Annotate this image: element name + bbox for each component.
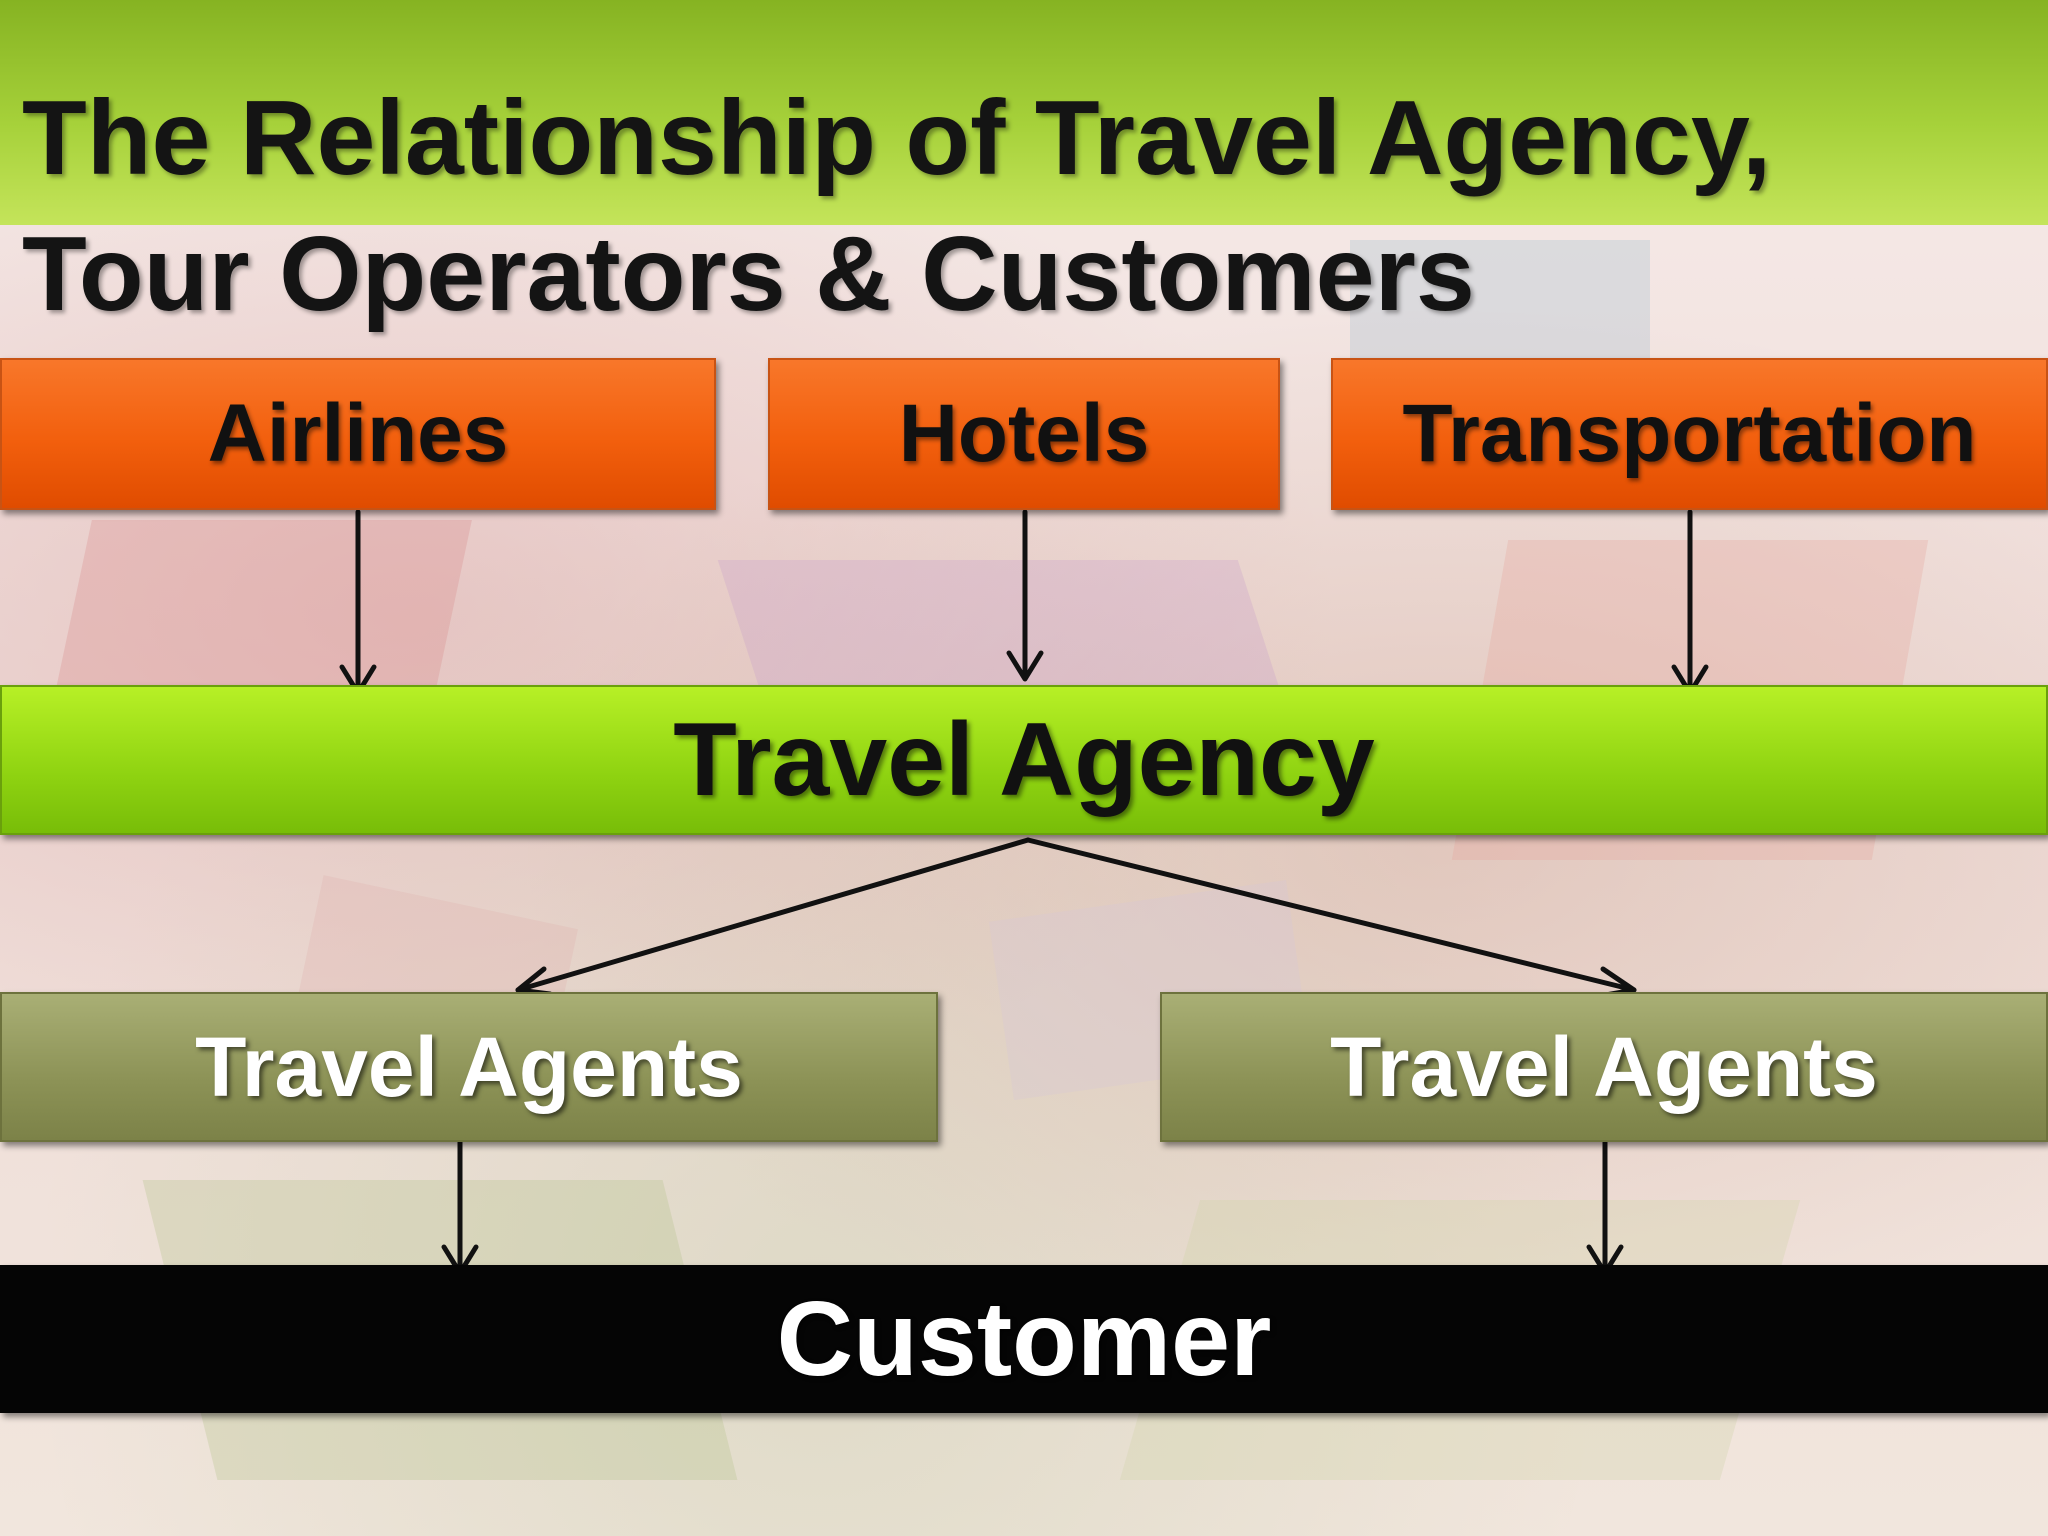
travel-agency-box: Travel Agency: [0, 685, 2048, 835]
travel-agents-right-label: Travel Agents: [1330, 1019, 1878, 1114]
hotels-label: Hotels: [898, 388, 1150, 479]
travel-agency-label: Travel Agency: [673, 701, 1375, 818]
travel-agents-left-box: Travel Agents: [0, 992, 938, 1142]
customer-box: Customer: [0, 1265, 2048, 1413]
travel-agents-left-label: Travel Agents: [195, 1019, 743, 1114]
travel-agents-right-box: Travel Agents: [1160, 992, 2048, 1142]
arrow-agency-to-agents-left: [515, 837, 1031, 993]
title-band: [0, 0, 2048, 225]
airlines-label: Airlines: [207, 388, 509, 479]
title-line-1: The Relationship of Travel Agency,: [22, 79, 1772, 197]
title-line-2: Tour Operators & Customers: [22, 215, 1475, 333]
airlines-box: Airlines: [0, 358, 716, 510]
customer-label: Customer: [776, 1279, 1272, 1398]
arrow-agency-to-agents-right: [1025, 837, 1637, 993]
hotels-box: Hotels: [768, 358, 1280, 510]
page-title: The Relationship of Travel Agency, Tour …: [22, 70, 2022, 342]
transportation-box: Transportation: [1331, 358, 2048, 510]
arrowhead-hotels: [1006, 650, 1044, 682]
transportation-label: Transportation: [1402, 388, 1977, 479]
